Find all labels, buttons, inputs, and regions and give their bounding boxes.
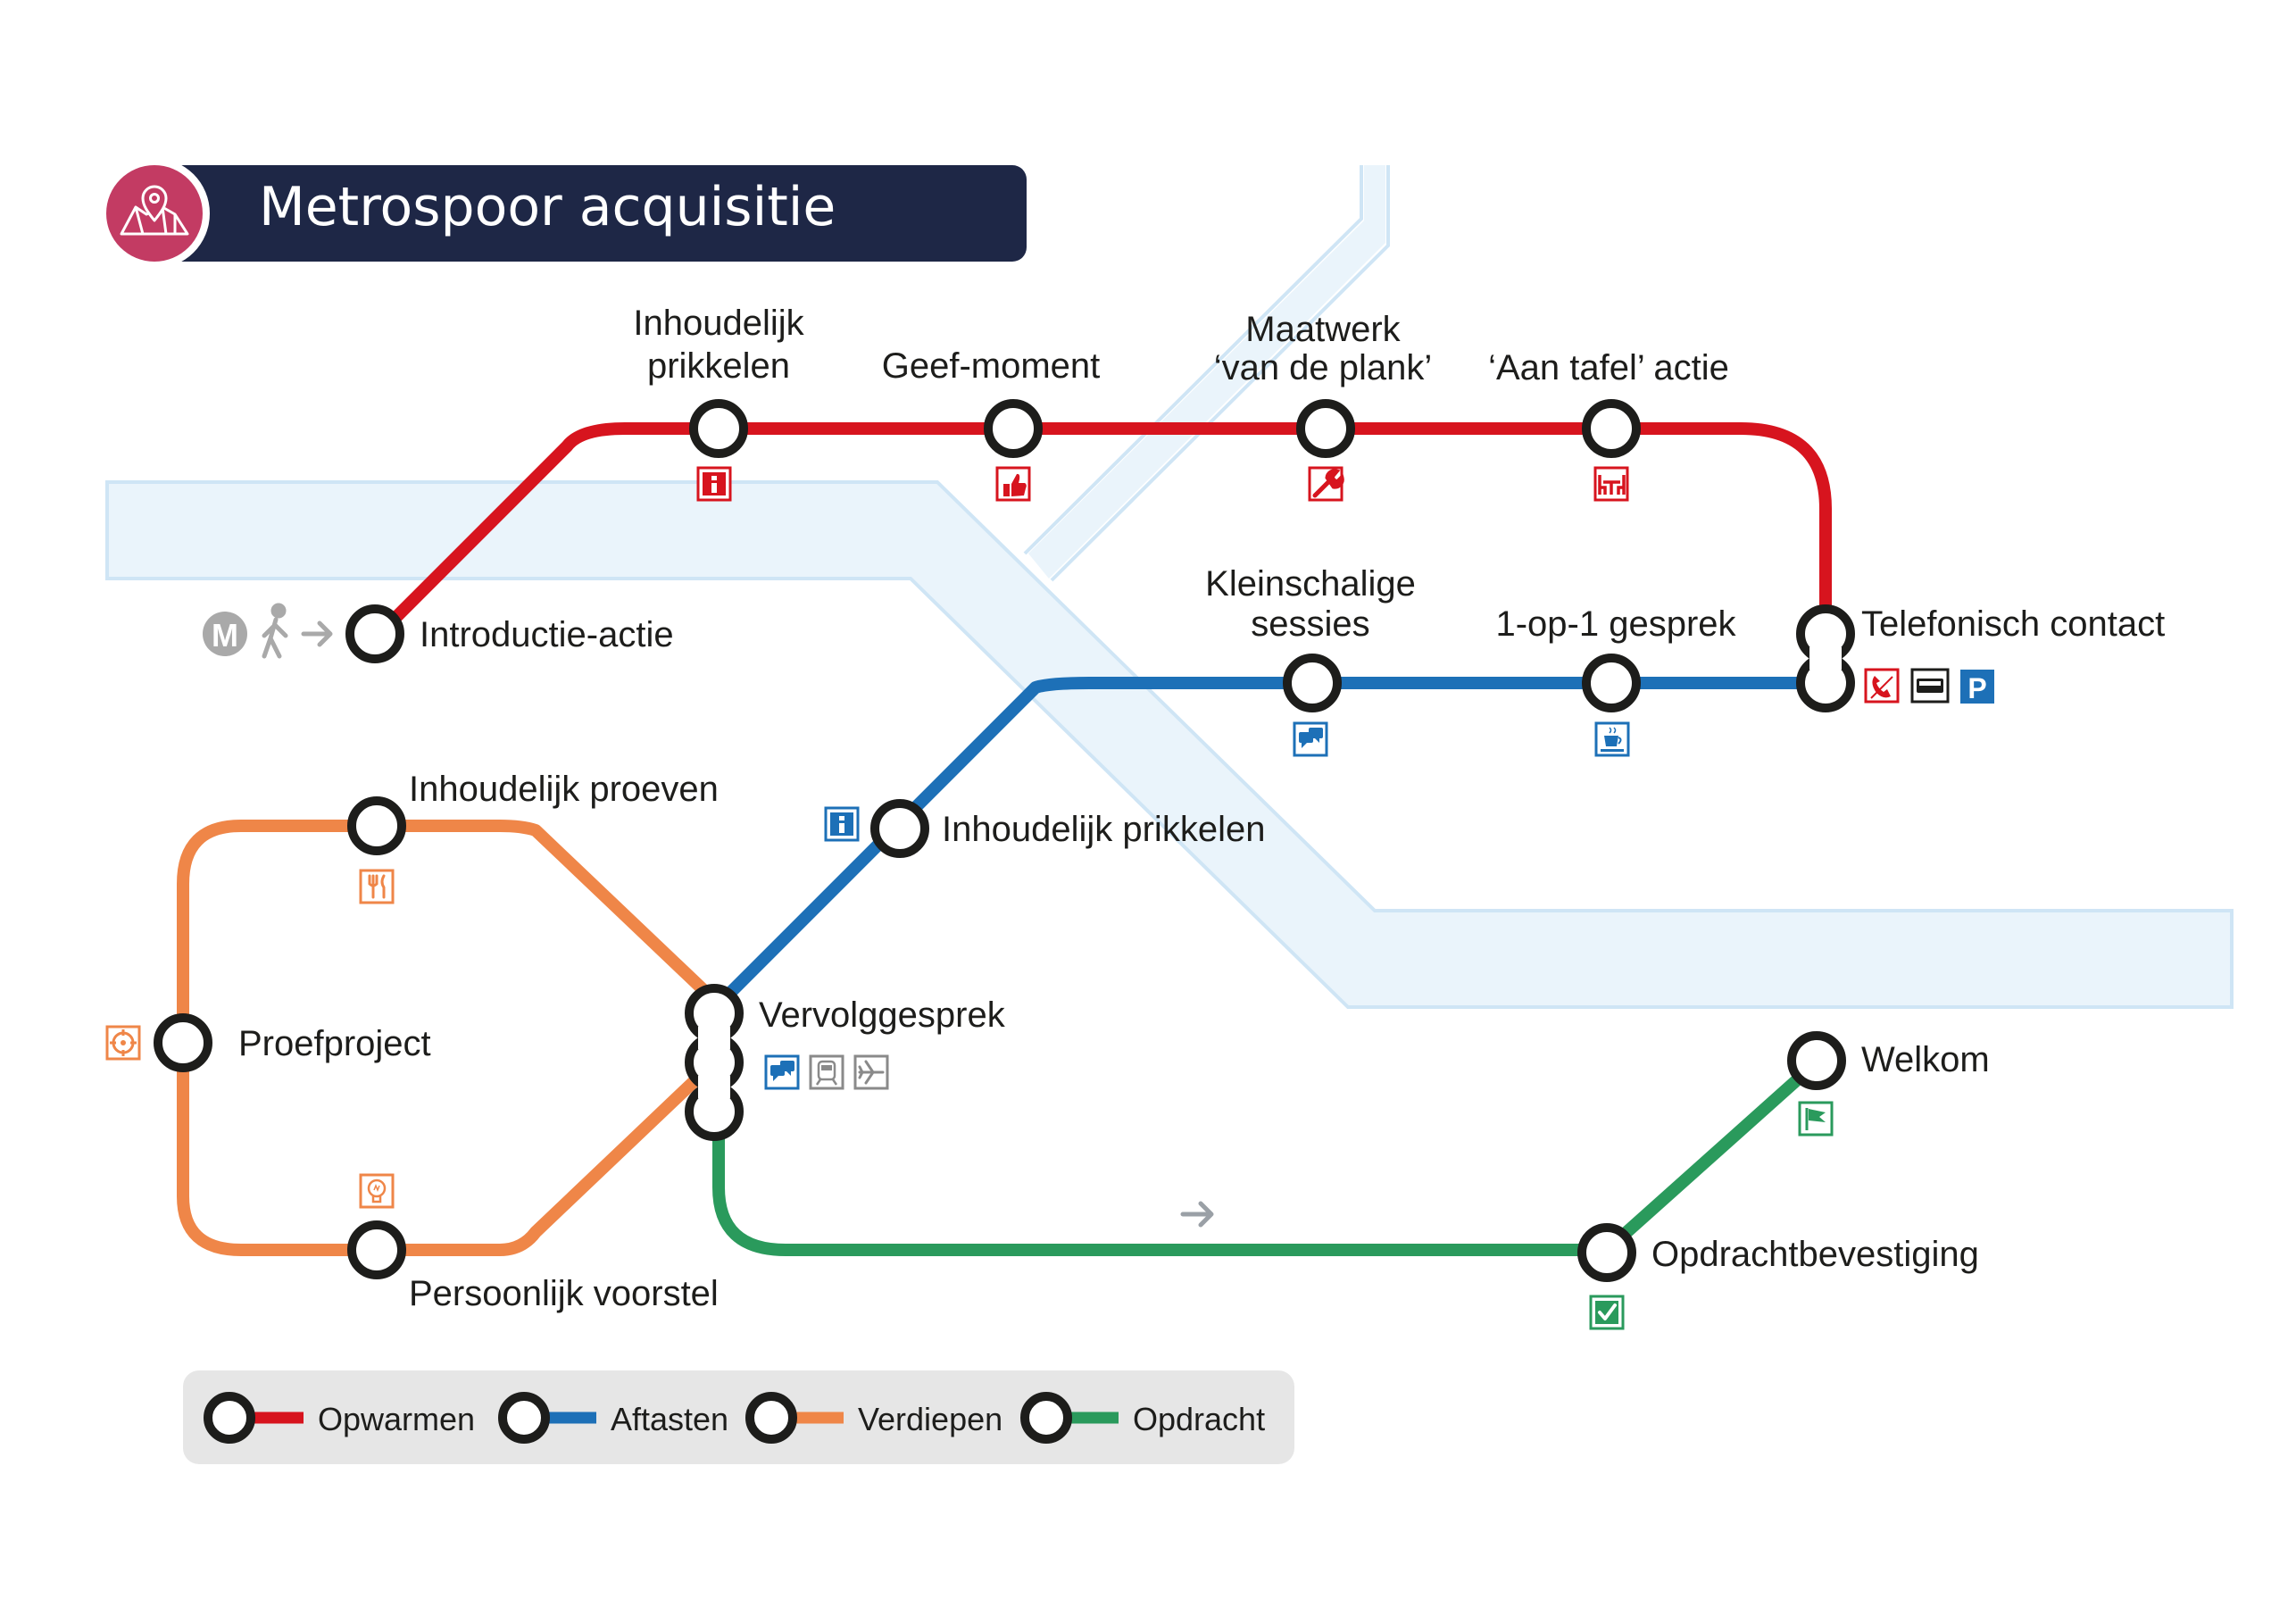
station-inhoudelijk-proeven[interactable] [347, 796, 406, 855]
label-vervolggesprek: Vervolggesprek [759, 995, 1006, 1035]
label-maatwerk-2: ‘van de plank’ [1214, 348, 1433, 387]
table-chairs-icon [1593, 466, 1629, 502]
chat-icon [1293, 721, 1328, 757]
label-inhoudelijk-proeven: Inhoudelijk proeven [409, 770, 719, 809]
legend-panel [183, 1370, 1294, 1464]
label-kleinschalige-1: Kleinschalige [1205, 564, 1416, 604]
stations [154, 399, 1855, 1282]
label-telefonisch: Telefonisch contact [1861, 604, 2165, 644]
line-opdracht [712, 1056, 1823, 1256]
cutlery-icon [359, 869, 395, 904]
thumbs-up-icon [995, 466, 1031, 502]
wrench-icon [1308, 466, 1344, 502]
label-geef-moment: Geef-moment [882, 346, 1101, 386]
arrow-right-icon [1180, 1201, 1214, 1228]
page-title: Metrospoor acquisitie [259, 176, 836, 238]
station-kleinschalige[interactable] [1283, 654, 1342, 712]
station-proefproject[interactable] [154, 1013, 212, 1072]
label-maatwerk-1: Maatwerk [1245, 310, 1401, 349]
legend-item-opwarmen: Opwarmen [204, 1392, 475, 1444]
label-een-op-een: 1-op-1 gesprek [1495, 604, 1736, 644]
line-aftasten [712, 677, 1832, 1011]
start-marker: M [203, 603, 333, 659]
station-maatwerk[interactable] [1296, 399, 1355, 458]
line-opwarmen [369, 422, 1832, 645]
chat-icon [764, 1054, 800, 1090]
legend-item-aftasten: Aftasten [498, 1392, 728, 1444]
svg-text:Aftasten: Aftasten [611, 1401, 728, 1437]
arrow-right-icon [301, 620, 333, 647]
station-een-op-een[interactable] [1582, 654, 1641, 712]
legend-item-verdiepen: Verdiepen [745, 1392, 1002, 1444]
label-inhoudelijk-prikkelen-top-2: prikkelen [647, 346, 790, 386]
phone-icon [1864, 668, 1900, 704]
svg-text:P: P [1967, 672, 1986, 704]
label-kleinschalige-2: sessies [1251, 604, 1369, 644]
label-proefproject: Proefproject [238, 1024, 431, 1063]
coffee-icon [1594, 721, 1630, 757]
label-aan-tafel: ‘Aan tafel’ actie [1488, 348, 1729, 387]
bus-icon [1910, 668, 1950, 704]
station-introductie[interactable] [345, 604, 404, 663]
legend-item-opdracht: Opdracht [1020, 1392, 1265, 1444]
target-icon [105, 1025, 141, 1061]
parking-icon: P [1960, 670, 1994, 704]
info-icon [696, 466, 732, 502]
label-inhoudelijk-prikkelen-mid: Inhoudelijk prikkelen [942, 810, 1265, 849]
info-icon [824, 806, 860, 842]
station-geef-moment[interactable] [984, 399, 1043, 458]
svg-text:Opwarmen: Opwarmen [318, 1401, 475, 1437]
station-persoonlijk-voorstel[interactable] [347, 1220, 406, 1279]
plane-icon [853, 1054, 889, 1090]
legend: Opwarmen Aftasten Verdiepen Opdracht [183, 1370, 1294, 1464]
station-opdrachtbevestiging[interactable] [1577, 1223, 1636, 1282]
metro-badge [203, 612, 247, 656]
river-background [105, 165, 2234, 1009]
label-opdrachtbevestiging: Opdrachtbevestiging [1651, 1235, 1979, 1274]
station-inhoudelijk-prikkelen-mid[interactable] [870, 799, 929, 858]
station-icons: P [105, 466, 1994, 1330]
check-icon [1589, 1295, 1625, 1330]
station-welkom[interactable] [1787, 1031, 1846, 1090]
station-telefonisch[interactable] [1796, 604, 1855, 712]
station-aan-tafel[interactable] [1582, 399, 1641, 458]
label-welkom: Welkom [1861, 1040, 1990, 1079]
svg-text:Verdiepen: Verdiepen [858, 1401, 1002, 1437]
station-vervolggesprek[interactable] [685, 984, 744, 1141]
label-introductie: Introductie-actie [420, 615, 674, 654]
map-pin-icon-glyph [120, 185, 189, 236]
walking-person-icon [262, 603, 288, 659]
header: Metrospoor acquisitie [99, 158, 1027, 269]
station-labels: Introductie-actie Inhoudelijk prikkelen … [238, 304, 2165, 1313]
header-bar [165, 165, 1027, 262]
flag-icon [1798, 1101, 1834, 1137]
lightbulb-icon [359, 1173, 395, 1209]
svg-text:M: M [212, 617, 238, 654]
station-inhoudelijk-prikkelen-top[interactable] [689, 399, 748, 458]
train-icon [809, 1054, 844, 1090]
label-inhoudelijk-prikkelen-top-1: Inhoudelijk [633, 304, 804, 343]
label-persoonlijk-voorstel: Persoonlijk voorstel [409, 1274, 719, 1313]
svg-text:Opdracht: Opdracht [1133, 1401, 1265, 1437]
